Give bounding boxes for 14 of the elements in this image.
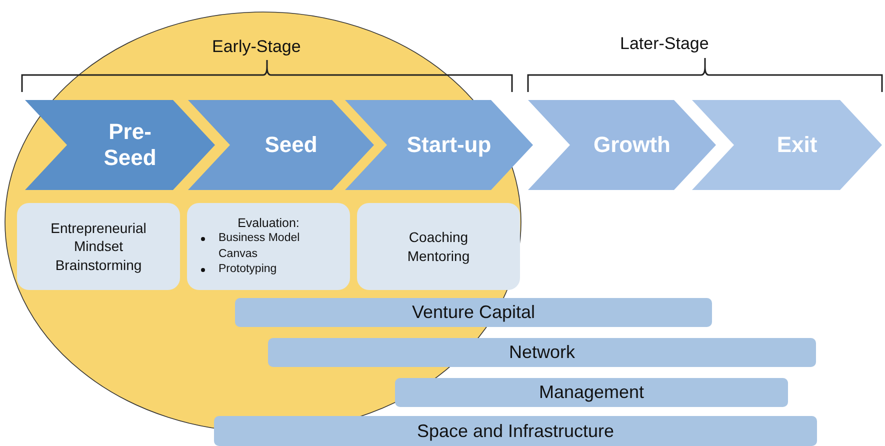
support-bar: Network (268, 338, 816, 367)
activity-card: Coaching Mentoring (357, 203, 520, 290)
stage-banner: Growth (528, 100, 716, 190)
stage-banner: Exit (692, 100, 882, 190)
bullet-item: Prototyping (218, 262, 277, 278)
activity-card (187, 203, 350, 290)
support-bar: Management (395, 378, 788, 407)
bullet-item: Business Model Canvas (218, 231, 301, 262)
card-heading: Evaluation: (238, 215, 300, 232)
stage-group-label: Early-Stage (212, 37, 301, 57)
support-bar: Space and Infrastructure (214, 416, 817, 446)
support-bar: Venture Capital (235, 298, 712, 327)
activity-card: Entrepreneurial Mindset Brainstorming (17, 203, 180, 290)
stage-group-label: Later-Stage (620, 34, 709, 54)
